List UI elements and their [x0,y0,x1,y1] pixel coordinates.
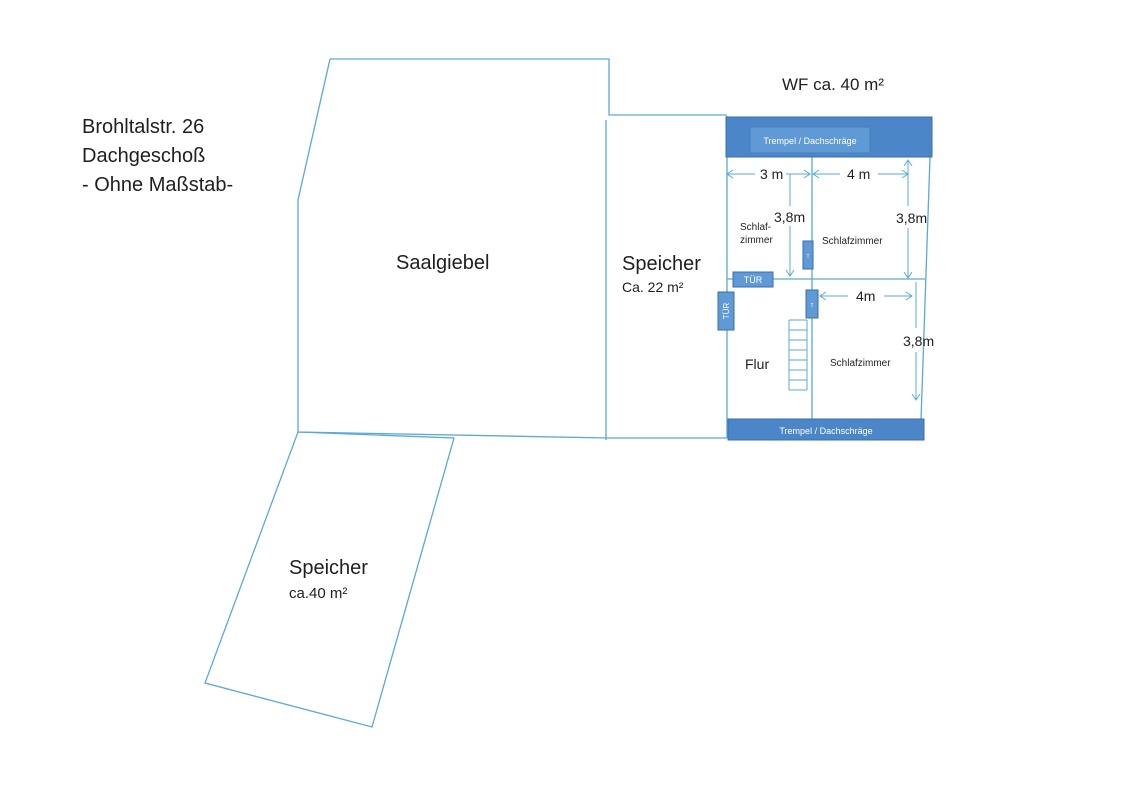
dim-height-bottom-right-label: 3,8m [903,333,934,349]
speicher-low-label: Speicher [289,557,368,579]
door-horizontal [732,271,774,288]
living-area-label: WF ca. 40 m² [782,75,884,94]
top-trempel-label-box [749,126,871,154]
dim-height-small-arrow [785,174,795,277]
dim-height-small-label: 3,8m [774,209,805,225]
schlafzimmer-small-label-1: Schlaf- [740,222,771,233]
dim-width-left-label: 3 m [760,166,783,182]
speicher-mid-label: Speicher [622,253,701,275]
saalgiebel-label: Saalgiebel [396,252,489,274]
schlafzimmer-small-label-2: zimmer [740,235,773,246]
header-scale-note: - Ohne Maßstab- [82,174,233,196]
header-floor: Dachgeschoß [82,145,205,167]
saalgiebel-outline [330,58,727,116]
door-small-1-label: T [806,254,809,260]
dim-width-bottom-right-arrow [819,291,913,301]
door-small-2-label: T [810,303,813,309]
dim-height-bottom-right-arrow [911,282,921,401]
door-small-2 [805,289,819,319]
top-trempel-label: Trempel / Dachschräge [763,136,856,146]
schlafzimmer-top-right-label: Schlafzimmer [822,236,883,247]
speicher-mid-area: Ca. 22 m² [622,279,684,295]
flur-label: Flur [745,356,769,372]
door-vertical-label: TÜR [722,303,731,320]
bottom-trempel-bar [727,418,925,441]
saalgiebel-left-wall [297,58,609,439]
door-horizontal-label: TÜR [744,275,763,285]
door-vertical [717,291,735,331]
dim-width-right-label: 4 m [847,166,870,182]
header-address: Brohltalstr. 26 [82,116,204,138]
apartment-right-wall [920,156,931,421]
dim-width-bottom-right-label: 4m [856,288,875,304]
dim-width-left-arrow [726,169,811,179]
bottom-trempel-label: Trempel / Dachschräge [779,426,872,436]
lower-speicher-outline [204,431,455,728]
dim-height-top-right-arrow [903,159,913,279]
speicher-low-area: ca.40 m² [289,585,347,602]
dim-height-top-right-label: 3,8m [896,210,927,226]
stairs [788,319,808,391]
door-small-1 [802,240,814,270]
schlafzimmer-bottom-right-label: Schlafzimmer [830,358,891,369]
